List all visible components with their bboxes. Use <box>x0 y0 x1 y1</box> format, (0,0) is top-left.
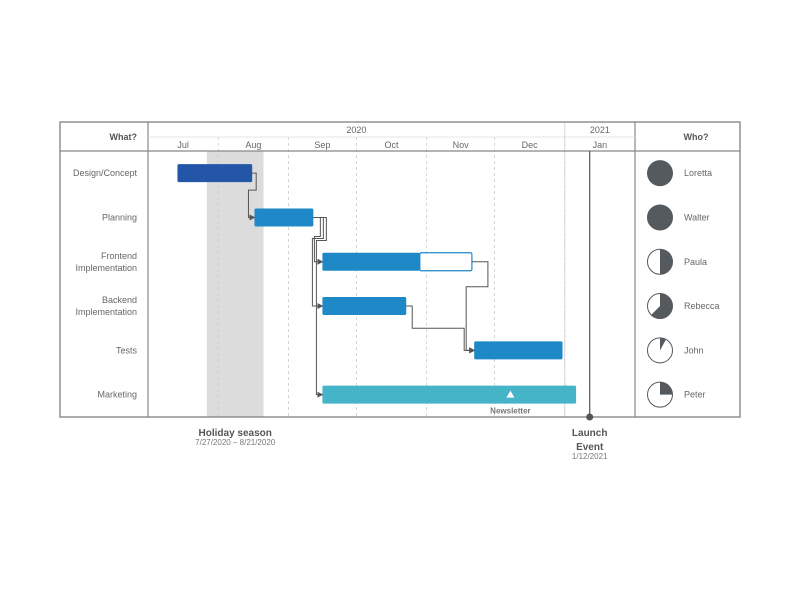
chart-frame <box>59 121 741 418</box>
month-label: Sep <box>314 140 330 150</box>
progress-pie-fill <box>660 337 667 351</box>
year-label: 2021 <box>590 125 610 135</box>
owner-name: John <box>684 345 704 355</box>
task-label-line: Frontend <box>101 251 137 261</box>
holiday-title: Holiday season <box>199 428 272 439</box>
event-date: 1/12/2021 <box>572 452 608 461</box>
task-label: Design/Concept <box>73 168 138 178</box>
owner-name: Paula <box>684 257 707 267</box>
task-label-line: Tests <box>116 345 138 355</box>
what-header: What? <box>110 132 138 142</box>
gantt-bar <box>322 252 420 271</box>
task-label-line: Marketing <box>97 390 137 400</box>
gantt-bar-planned <box>419 252 473 272</box>
dependency-arrow <box>406 305 476 354</box>
progress-pie-fill <box>651 293 673 319</box>
task-label: Tests <box>116 345 138 355</box>
event-title: Event <box>576 442 604 453</box>
dependency-arrow <box>465 261 489 354</box>
holiday-dates: 7/27/2020 – 8/21/2020 <box>195 438 276 447</box>
progress-pie-fill <box>660 382 673 395</box>
task-label-line: Backend <box>102 295 137 305</box>
gantt-bar <box>322 385 577 404</box>
dependency-arrow <box>247 172 257 221</box>
owner-name: Rebecca <box>684 301 720 311</box>
task-label-line: Implementation <box>75 307 137 317</box>
month-label: Jul <box>177 140 189 150</box>
gantt-bar <box>254 208 314 227</box>
gantt-bar <box>322 297 407 316</box>
progress-pie-fill <box>660 249 673 275</box>
holiday-band <box>206 151 264 417</box>
owner-name: Peter <box>684 390 706 400</box>
dependency-arrow <box>313 216 324 265</box>
year-label: 2020 <box>346 125 366 135</box>
progress-pie-fill <box>647 204 673 230</box>
event-title: Launch <box>572 428 608 439</box>
owner-name: Walter <box>684 212 710 222</box>
progress-pie-fill <box>647 160 673 186</box>
gantt-bar <box>177 164 253 183</box>
milestone-label: Newsletter <box>490 407 530 416</box>
month-label: Nov <box>453 140 470 150</box>
task-label-line: Implementation <box>75 263 137 273</box>
month-label: Jan <box>593 140 608 150</box>
owner-name: Loretta <box>684 168 712 178</box>
task-label-line: Planning <box>102 212 137 222</box>
month-label: Dec <box>522 140 539 150</box>
task-label-line: Design/Concept <box>73 168 138 178</box>
dependency-arrow <box>313 216 327 398</box>
month-label: Oct <box>384 140 399 150</box>
event-marker <box>586 413 594 421</box>
task-label: Planning <box>102 212 137 222</box>
month-label: Aug <box>245 140 261 150</box>
task-label: Marketing <box>97 390 137 400</box>
gantt-bar <box>474 341 563 360</box>
who-header: Who? <box>684 132 709 142</box>
milestone-marker <box>506 390 515 398</box>
